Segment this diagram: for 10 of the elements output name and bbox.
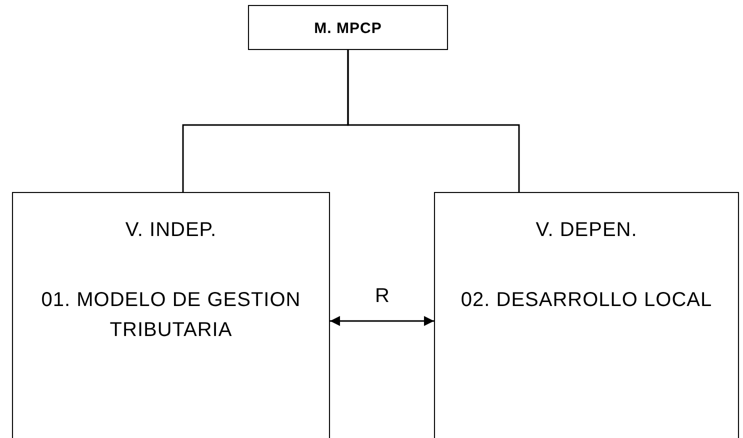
double-arrow <box>330 316 434 326</box>
variable-box <box>12 192 330 438</box>
description-text: 01. MODELO DE GESTION TRIBUTARIA <box>40 288 302 343</box>
section-heading: V. DEPEN. <box>534 218 638 243</box>
description-text: 02. DESARROLLO LOCAL <box>460 288 714 313</box>
title-box <box>248 5 448 50</box>
connector-line <box>347 50 520 192</box>
variable-box <box>434 192 739 438</box>
section-heading: V. INDEP. <box>124 218 218 243</box>
node-title: M. MPCP <box>313 20 383 38</box>
